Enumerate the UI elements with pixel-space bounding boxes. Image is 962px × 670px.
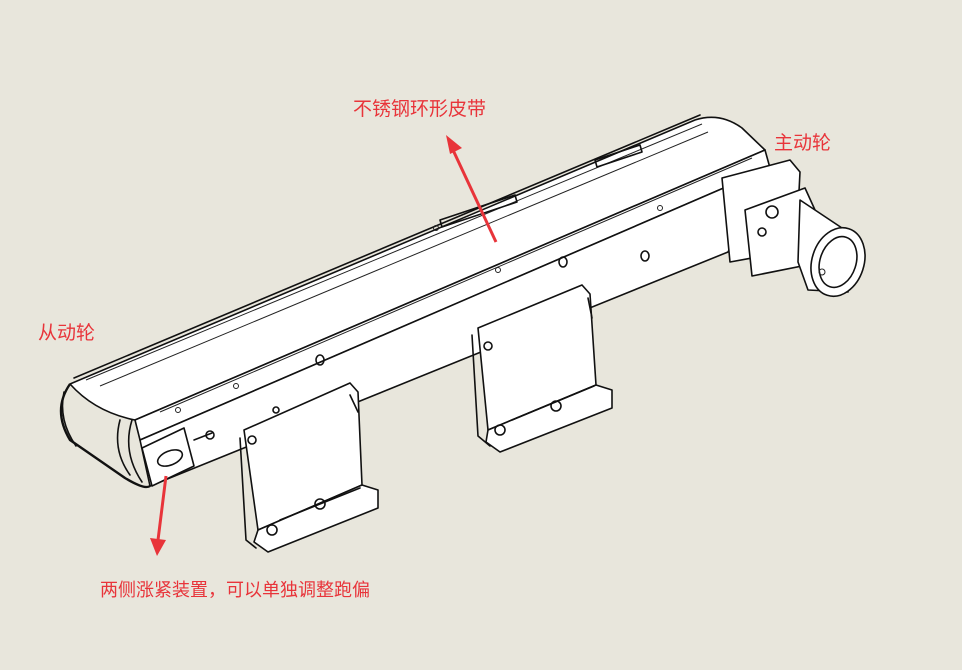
belt-label: 不锈钢环形皮带 xyxy=(353,98,487,120)
driven-wheel-end xyxy=(59,383,215,489)
support-bracket-left xyxy=(239,382,379,553)
support-bracket-right xyxy=(471,284,613,453)
conveyor-body xyxy=(69,114,771,487)
driven-wheel-label: 从动轮 xyxy=(38,322,96,344)
drive-wheel-end xyxy=(721,159,866,298)
tensioner-label: 两侧涨紧装置，可以单独调整跑偏 xyxy=(100,580,370,601)
annotation-arrows xyxy=(150,135,498,556)
drive-wheel-label: 主动轮 xyxy=(774,132,832,154)
